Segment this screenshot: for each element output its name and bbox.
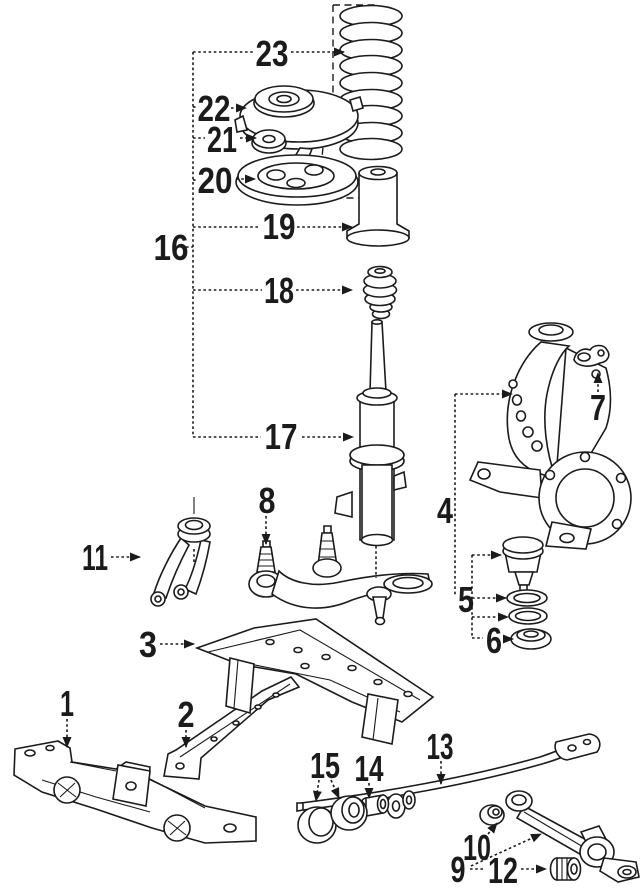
callout-7[interactable]: 7 (590, 387, 606, 428)
callout-6[interactable]: 6 (486, 620, 502, 661)
callout-22[interactable]: 22 (198, 88, 231, 129)
part-dust-cover (346, 165, 410, 247)
callout-20[interactable]: 20 (198, 160, 233, 201)
callout-4[interactable]: 4 (437, 490, 453, 531)
part-rod-washers (386, 790, 416, 819)
callout-11[interactable]: 11 (82, 537, 108, 578)
part-shock-fork (150, 497, 211, 607)
callout-3[interactable]: 3 (139, 624, 157, 665)
part-spring-seat (235, 154, 359, 206)
part-diagonal-brace (163, 676, 301, 780)
callout-2[interactable]: 2 (178, 694, 195, 735)
part-arm-bushing (549, 857, 582, 881)
part-upper-control-arm (248, 525, 433, 626)
callout-23[interactable]: 23 (256, 33, 289, 74)
callout-16[interactable]: 16 (154, 227, 189, 268)
callout-19[interactable]: 19 (263, 206, 296, 247)
leader-strut-assembly-bracket (186, 47, 354, 442)
callout-5[interactable]: 5 (458, 579, 474, 620)
leader-ball-joint-bracket (471, 550, 514, 644)
part-stop-bracket (573, 344, 610, 367)
leader-small-bushing (487, 822, 498, 835)
part-small-bushing (479, 804, 505, 826)
callout-13[interactable]: 13 (427, 726, 454, 767)
part-crossmember (194, 618, 435, 745)
callout-15[interactable]: 15 (310, 745, 340, 786)
callout-14[interactable]: 14 (355, 748, 384, 789)
callout-17[interactable]: 17 (265, 416, 298, 457)
part-rod-bushings (297, 795, 368, 844)
callout-8[interactable]: 8 (259, 480, 276, 521)
leader-knuckle (454, 389, 513, 596)
callout-1[interactable]: 1 (60, 683, 74, 724)
part-mount-washer (251, 129, 287, 154)
leader-rod-bushings (312, 779, 340, 802)
part-ball-joint-set (502, 536, 548, 625)
callout-18[interactable]: 18 (264, 270, 294, 311)
callouts: 23 22 21 20 16 19 18 17 8 11 4 7 5 6 3 1… (60, 33, 606, 891)
part-bump-stop (362, 265, 398, 320)
part-strut (334, 318, 407, 547)
callout-9[interactable]: 9 (451, 849, 466, 890)
callout-12[interactable]: 12 (488, 850, 518, 891)
part-steering-knuckle (468, 322, 632, 550)
part-lower-control-arm (505, 790, 640, 883)
callout-21[interactable]: 21 (207, 119, 237, 160)
callout-10[interactable]: 10 (463, 827, 491, 868)
part-front-beam (13, 740, 257, 844)
part-ball-joint-boot (510, 628, 552, 650)
leader-lower-arm (470, 833, 542, 870)
